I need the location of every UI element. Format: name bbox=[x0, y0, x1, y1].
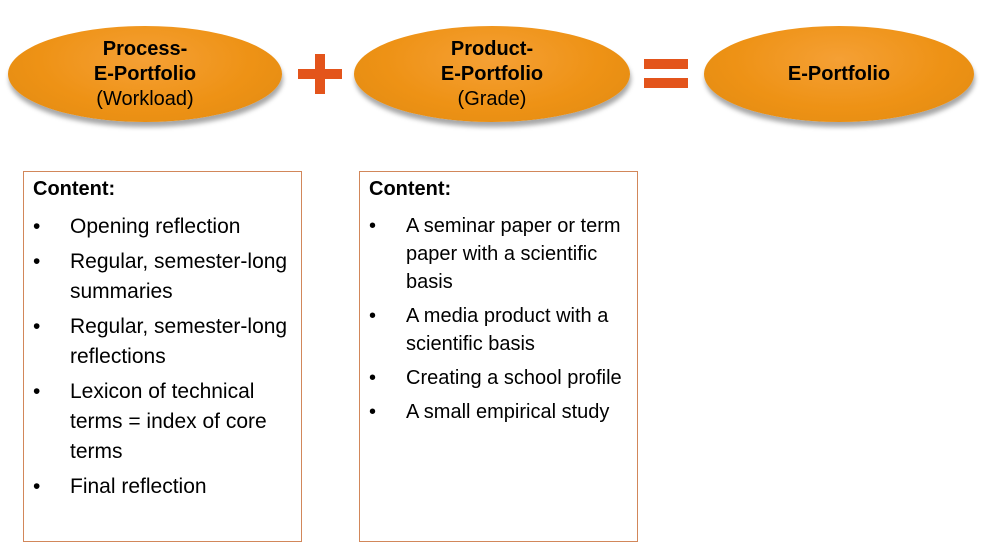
bullet-icon: • bbox=[369, 305, 377, 327]
result-title: E-Portfolio bbox=[787, 62, 891, 85]
list-item-text: Regular, semester-long reflections bbox=[70, 315, 288, 368]
bullet-icon: • bbox=[33, 315, 41, 338]
product-title-line2: E-Portfolio bbox=[440, 62, 544, 85]
equals-top-bar bbox=[644, 59, 688, 69]
product-eportfolio-ellipse: Product- E-Portfolio (Grade) bbox=[354, 26, 630, 122]
product-subtitle: (Grade) bbox=[457, 87, 527, 110]
list-item: • Regular, semester-long reflections bbox=[24, 312, 294, 372]
list-item: • A small empirical study bbox=[360, 398, 630, 426]
list-item-text: Lexicon of technical terms = index of co… bbox=[70, 380, 267, 463]
list-item: • Opening reflection bbox=[24, 212, 294, 242]
list-item-text: A media product with a scientific basis bbox=[406, 305, 609, 355]
product-content-title: Content: bbox=[369, 178, 452, 200]
list-item-text: Creating a school profile bbox=[406, 367, 622, 389]
product-content-list: • A seminar paper or term paper with a sc… bbox=[360, 212, 630, 432]
eportfolio-result-ellipse: E-Portfolio bbox=[704, 26, 974, 122]
bullet-icon: • bbox=[369, 367, 377, 389]
process-title-line1: Process- bbox=[102, 37, 188, 60]
bullet-icon: • bbox=[33, 250, 41, 273]
equals-operator bbox=[644, 55, 688, 91]
product-title-line1: Product- bbox=[450, 37, 534, 60]
bullet-icon: • bbox=[33, 380, 41, 403]
list-item: • Final reflection bbox=[24, 472, 294, 502]
list-item-text: Opening reflection bbox=[70, 215, 241, 238]
list-item: • A media product with a scientific basis bbox=[360, 302, 630, 358]
bullet-icon: • bbox=[33, 475, 41, 498]
process-content-box: Content: • Opening reflection • Regular, s… bbox=[23, 171, 302, 542]
bullet-icon: • bbox=[369, 215, 377, 237]
process-content-title: Content: bbox=[33, 178, 116, 200]
list-item-text: A small empirical study bbox=[406, 401, 610, 423]
list-item: • Regular, semester-long summaries bbox=[24, 247, 294, 307]
list-item-text: Final reflection bbox=[70, 475, 207, 498]
list-item-text: A seminar paper or term paper with a sci… bbox=[406, 215, 621, 293]
bullet-icon: • bbox=[369, 401, 377, 423]
process-title-line2: E-Portfolio bbox=[93, 62, 197, 85]
process-subtitle: (Workload) bbox=[96, 87, 194, 110]
bullet-icon: • bbox=[33, 215, 41, 238]
process-eportfolio-ellipse: Process- E-Portfolio (Workload) bbox=[8, 26, 282, 122]
product-content-box: Content: • A seminar paper or term paper … bbox=[359, 171, 638, 542]
plus-vertical-bar bbox=[315, 54, 325, 94]
equals-bottom-bar bbox=[644, 78, 688, 88]
list-item: • Lexicon of technical terms = index of c… bbox=[24, 377, 294, 467]
list-item-text: Regular, semester-long summaries bbox=[70, 250, 288, 303]
process-content-list: • Opening reflection • Regular, semester-l… bbox=[24, 212, 294, 507]
list-item: • A seminar paper or term paper with a sc… bbox=[360, 212, 630, 296]
list-item: • Creating a school profile bbox=[360, 364, 630, 392]
plus-operator bbox=[298, 54, 342, 94]
